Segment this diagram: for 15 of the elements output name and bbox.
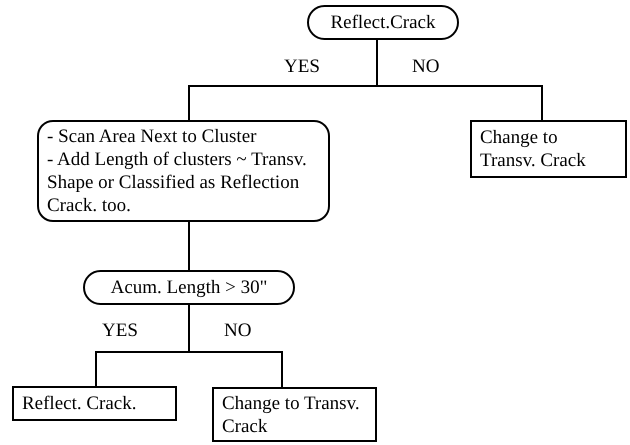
process-box (12, 386, 177, 421)
node-text: Change to Transv. Crack (480, 126, 587, 172)
process-box (212, 387, 377, 442)
node-text: Reflect. Crack. (22, 392, 136, 415)
node-text: Change to Transv. Crack (222, 392, 361, 438)
node-text: - Add Length of clusters ~ Transv. Shape or Classified as Reflection Crack. too. (47, 148, 308, 217)
connector-line (188, 222, 190, 270)
process-box (37, 120, 330, 222)
decision-box (83, 270, 295, 305)
node-text: Reflect.Crack (330, 11, 436, 34)
connector-line (376, 40, 543, 120)
decision-box (307, 5, 459, 40)
node-text: Acum. Length > 30" (110, 276, 268, 299)
node-text: - Scan Area Next to Cluster (47, 125, 256, 148)
process-box (470, 120, 627, 178)
